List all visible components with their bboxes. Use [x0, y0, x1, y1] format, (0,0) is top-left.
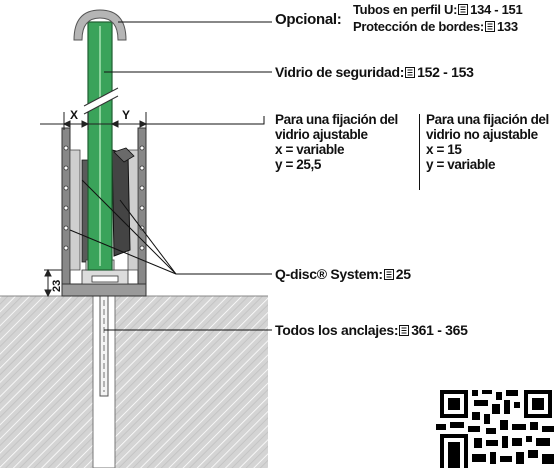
tubos-perfil-u-text: Tubos en perfil U: [353, 2, 458, 17]
adjustable-line-3: x = variable [275, 142, 345, 157]
anclajes-ref: 361 - 365 [411, 322, 468, 338]
qdisc-ref: 25 [395, 266, 411, 282]
adjustable-line-1: Para una fijación del [275, 112, 398, 127]
label-todos-anclajes: Todos los anclajes: 361 - 365 [275, 322, 468, 338]
anclajes-text: Todos los anclajes: [275, 322, 399, 338]
leader-lines [69, 21, 272, 331]
qdisc-text: Q-disc® System: [275, 266, 383, 282]
non-adjustable-line-1: Para una fijación del [426, 112, 549, 127]
base-profile [61, 127, 147, 297]
tubos-perfil-u-ref: 134 - 151 [470, 2, 523, 17]
concrete-ground [0, 295, 268, 468]
adjustable-line-4: y = 25,5 [275, 157, 321, 172]
book-reference-icon [484, 21, 495, 32]
dimension-height: 23 [51, 280, 63, 292]
book-reference-icon [458, 4, 469, 15]
label-opcional-prefix: Opcional: [275, 11, 342, 28]
dimension-x: X [70, 108, 78, 122]
label-qdisc-system: Q-disc® System: 25 [275, 266, 411, 282]
non-adjustable-line-3: x = 15 [426, 142, 462, 157]
proteccion-bordes-text: Protección de bordes: [353, 19, 484, 34]
label-proteccion-bordes: Protección de bordes: 133 [353, 19, 518, 34]
book-reference-icon [405, 67, 416, 78]
book-reference-icon [399, 325, 410, 336]
dimension-y: Y [122, 108, 130, 122]
vidrio-seguridad-ref: 152 - 153 [417, 64, 474, 80]
qr-code[interactable] [432, 384, 560, 468]
dimension-lines [40, 112, 160, 298]
proteccion-bordes-ref: 133 [496, 19, 518, 34]
safety-glass-panel [83, 21, 119, 271]
non-adjustable-fixing-note: Para una fijación del vidrio no ajustabl… [426, 112, 549, 172]
label-vidrio-seguridad: Vidrio de seguridad: 152 - 153 [275, 64, 474, 80]
non-adjustable-line-4: y = variable [426, 157, 496, 172]
column-divider [419, 114, 420, 190]
edge-protection-cap [73, 9, 127, 41]
vidrio-seguridad-text: Vidrio de seguridad: [275, 64, 405, 80]
adjustable-fixing-note: Para una fijación del vidrio ajustable x… [275, 112, 398, 172]
non-adjustable-line-2: vidrio no ajustable [426, 127, 538, 142]
book-reference-icon [383, 269, 394, 280]
label-tubos-perfil-u: Tubos en perfil U: 134 - 151 [353, 2, 523, 17]
adjustable-line-2: vidrio ajustable [275, 127, 368, 142]
